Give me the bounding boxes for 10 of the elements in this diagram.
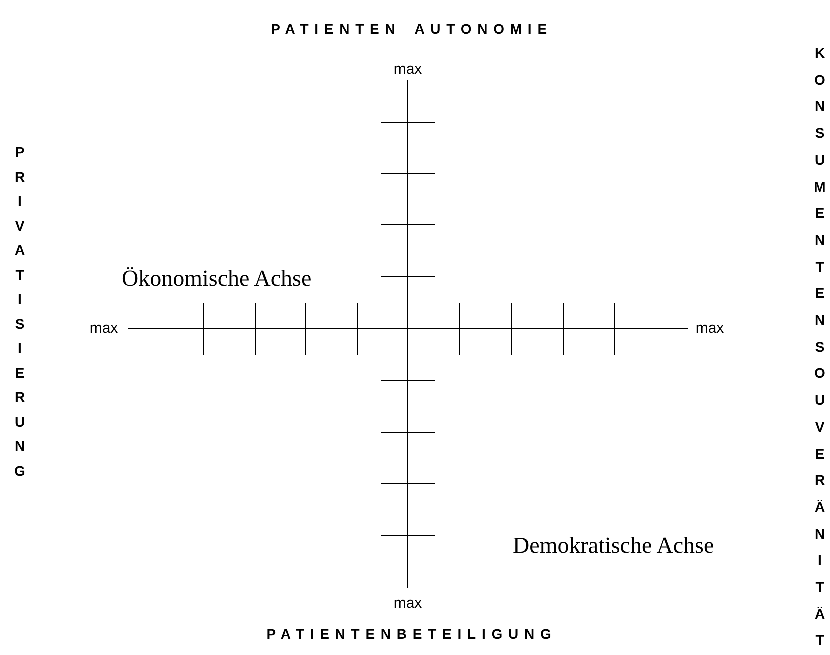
axis-label: Demokratische Achse <box>513 534 714 557</box>
axis-title: PATIENTENBETEILIGUNG <box>266 627 558 641</box>
axis-end-label: max <box>394 62 422 77</box>
axis-title: KONSUMENTENSOUVERÄNITÄT <box>813 44 830 650</box>
axis-title: PRIVATISIERUNG <box>14 143 32 480</box>
axis-end-label: max <box>394 596 422 611</box>
axis-end-label: max <box>696 321 724 336</box>
axis-title: PATIENTEN AUTONOMIE <box>271 22 553 36</box>
axis-end-label: max <box>90 321 118 336</box>
axis-label: Ökonomische Achse <box>122 267 312 290</box>
